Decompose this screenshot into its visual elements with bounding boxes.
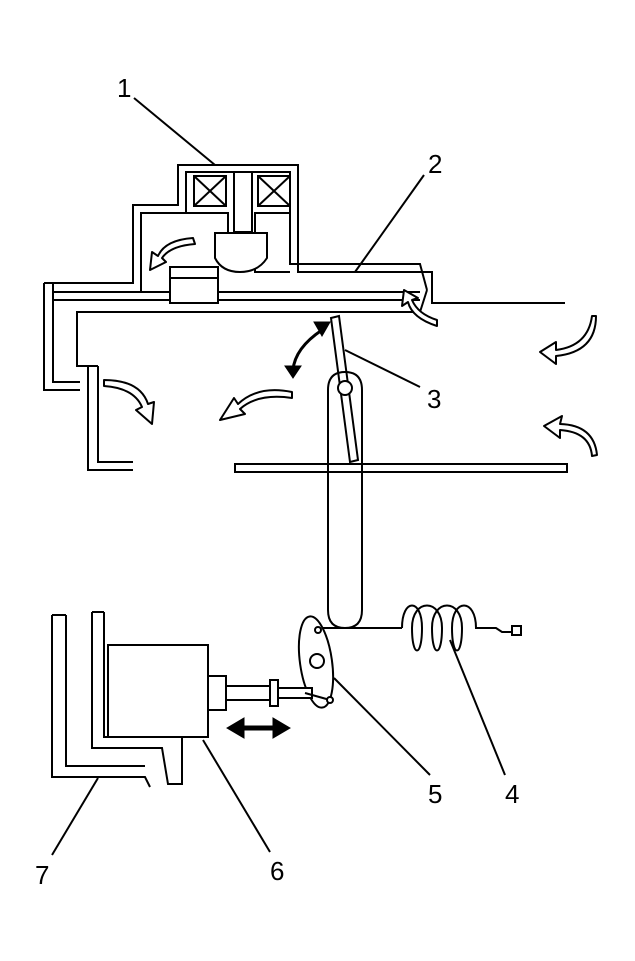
valve-plunger: [169, 232, 268, 304]
callout-2: 2: [428, 149, 442, 179]
actuator-travel-arrow: [226, 717, 291, 739]
airflow-arrow-bore: [219, 389, 293, 421]
throttle-bore-duct: [76, 282, 568, 473]
callout-3: 3: [427, 384, 441, 414]
callout-7: 7: [35, 860, 49, 890]
airflow-arrow-inlet-upper: [539, 315, 597, 365]
airflow-arrows: [103, 237, 598, 457]
throttle-linkage: [322, 370, 402, 630]
leader-line-5: [333, 677, 431, 776]
callout-1: 1: [117, 73, 131, 103]
leader-line-6: [202, 739, 271, 853]
valve-housing: [43, 164, 433, 391]
callout-6: 6: [270, 856, 284, 886]
solenoid-coil: [193, 171, 291, 233]
throttle-plate: [329, 314, 360, 464]
leader-line-7: [51, 777, 99, 856]
leader-lines: [51, 97, 506, 856]
leader-line-3: [344, 349, 421, 388]
callout-4: 4: [505, 779, 519, 809]
callout-labels: 1 2 3 4 5 6 7: [35, 73, 519, 890]
leader-line-4: [449, 639, 506, 776]
callout-5: 5: [428, 779, 442, 809]
leader-line-1: [133, 97, 216, 166]
actuator-motor: [107, 644, 334, 738]
airflow-arrow-bypass-outlet: [103, 379, 155, 425]
airflow-arrow-inlet-lower: [543, 415, 598, 457]
leader-line-2: [354, 174, 425, 273]
airflow-arrow-bypass-inlet: [401, 289, 438, 327]
cam-lever: [297, 615, 335, 709]
throttle-rotation-arrow: [284, 321, 331, 379]
return-spring: [401, 604, 522, 652]
airflow-arrow-housing: [149, 237, 196, 271]
mounting-bracket: [51, 611, 183, 788]
